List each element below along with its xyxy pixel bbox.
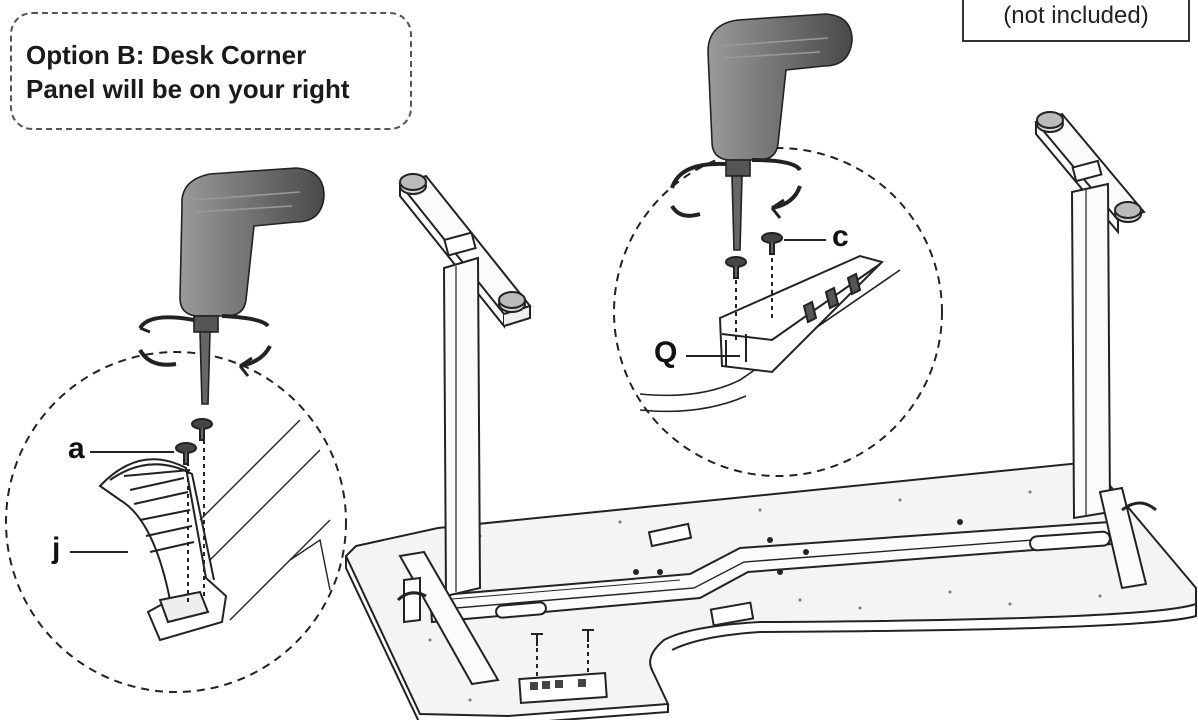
desktop-board xyxy=(344,460,1197,720)
right-leg xyxy=(1034,111,1157,590)
tool-note-box: (not included) xyxy=(962,0,1190,42)
controller-panel xyxy=(518,629,608,705)
tool-note: (not included) xyxy=(1003,2,1149,29)
screw-c xyxy=(761,232,783,255)
right-detail-contents xyxy=(639,232,901,413)
frame-crossbar xyxy=(428,519,1114,627)
option-label: Option B: Desk Corner Panel will be on y… xyxy=(26,40,350,104)
drill-left xyxy=(138,167,325,405)
callout-j: j xyxy=(52,532,61,565)
drill-right xyxy=(670,13,853,251)
corner-bracket-j xyxy=(98,458,228,642)
callout-a: a xyxy=(68,432,85,465)
callout-q: Q xyxy=(654,336,678,369)
left-leg xyxy=(396,173,532,686)
option-callout-box xyxy=(10,12,412,130)
left-detail-contents xyxy=(70,418,331,642)
callout-c: c xyxy=(832,220,849,253)
desk-corner-panel-q xyxy=(718,254,884,374)
screw-a xyxy=(175,442,197,465)
